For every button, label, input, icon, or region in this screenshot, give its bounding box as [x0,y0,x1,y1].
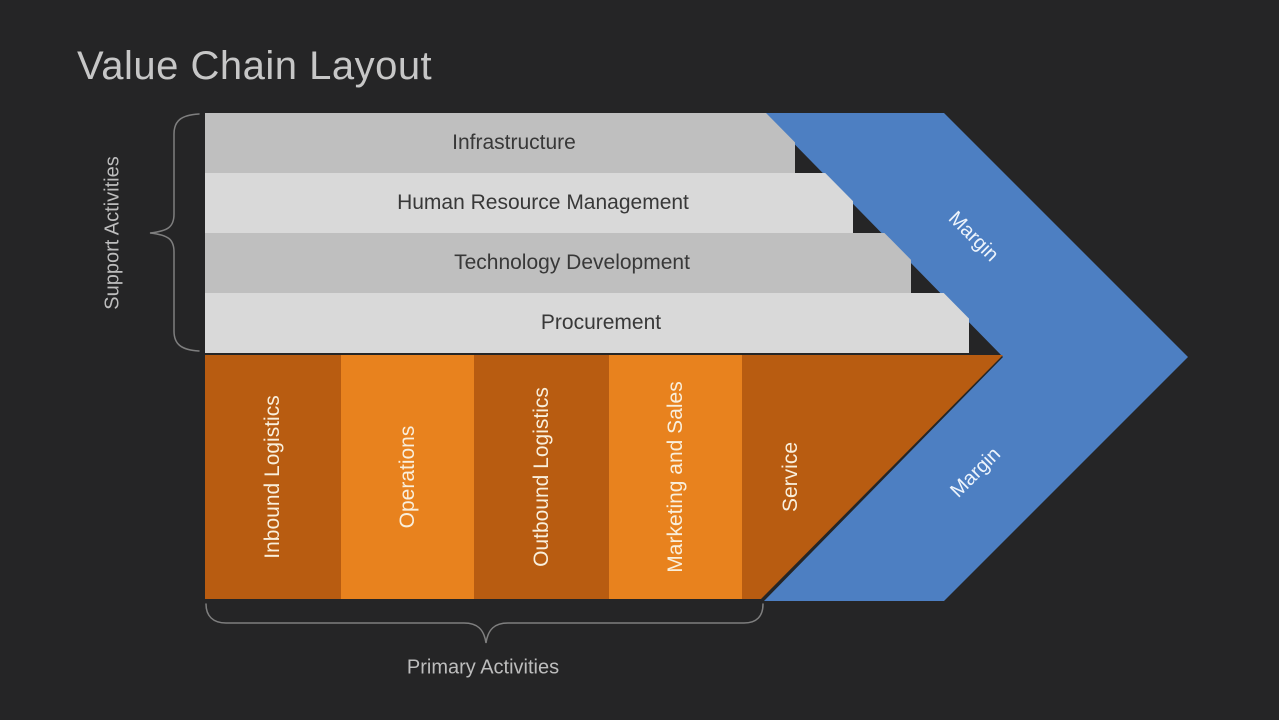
primary-activities-caption: Primary Activities [406,656,560,679]
primary-column-outbound-logistics: Outbound Logistics [474,355,609,599]
primary-column-inbound-logistics: Inbound Logistics [205,355,341,599]
margin-label-lower: Margin [946,443,1006,503]
support-row-technology-development: Technology Development [205,233,911,293]
support-row-procurement: Procurement [205,293,969,353]
primary-column-label: Operations [395,425,419,529]
primary-column-operations: Operations [341,355,474,599]
primary-column-marketing-and-sales: Marketing and Sales [609,355,742,599]
primary-column-label: Service [779,441,802,513]
support-activities-brace [149,113,200,352]
support-activities-caption: Support Activities [101,156,124,310]
primary-activities-brace [205,603,764,644]
primary-column-label: Inbound Logistics [261,395,284,559]
primary-column-label: Outbound Logistics [529,387,553,567]
margin-label-upper: Margin [943,207,1003,267]
support-activities-block: Infrastructure Human Resource Management… [205,113,1003,353]
support-row-infrastructure: Infrastructure [205,113,795,173]
primary-column-label: Marketing and Sales [663,381,687,573]
page-title: Value Chain Layout [77,44,433,88]
support-row-human-resource-management: Human Resource Management [205,173,853,233]
